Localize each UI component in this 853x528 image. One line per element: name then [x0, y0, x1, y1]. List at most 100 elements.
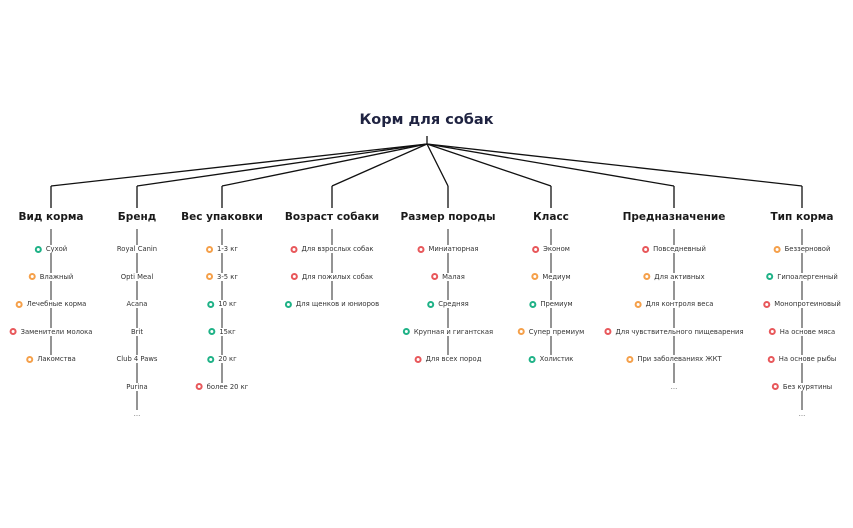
root-node-title: Корм для собак [359, 112, 494, 128]
branch-line-3 [331, 143, 428, 187]
item-label: 20 кг [218, 355, 237, 363]
list-item: Гипоалергенный [765, 272, 839, 281]
status-red-icon [9, 328, 17, 335]
list-item: более 20 кг [194, 382, 250, 391]
status-green-icon [528, 355, 536, 363]
status-green-icon [284, 300, 292, 308]
item-label: Purina [126, 382, 148, 391]
list-item: Заменители молока [8, 327, 94, 336]
status-orange-icon [28, 273, 36, 280]
list-item: Лакомства [25, 355, 77, 363]
branch-line-7 [426, 143, 803, 187]
list-item: Для щенков и юниоров [283, 300, 381, 308]
status-green-icon [427, 300, 435, 308]
item-label: Для активных [654, 272, 705, 281]
list-item: 1-3 кг [205, 245, 239, 253]
list-item: Беззерновой [772, 245, 832, 253]
item-label: Заменители молока [20, 327, 93, 336]
status-red-icon [771, 383, 779, 390]
list-item: Brit [129, 327, 145, 336]
status-green-icon [529, 300, 537, 308]
list-item: Эконом [531, 245, 571, 253]
list-item: 20 кг [206, 355, 238, 363]
branch-line-4 [426, 143, 449, 187]
list-item: Для пожилых собак [289, 272, 375, 281]
item-label: На основе рыбы [778, 355, 837, 363]
item-label: Для контроля веса [645, 300, 714, 308]
item-label: Холистик [539, 355, 574, 363]
status-orange-icon [517, 328, 525, 335]
status-green-icon [207, 300, 215, 308]
list-item: Для чувствительного пищеварения [603, 327, 745, 336]
list-item: 15кг [207, 327, 237, 336]
item-label: Opti Meal [120, 272, 154, 281]
list-item: Средняя [426, 300, 470, 308]
item-label: Крупная и гигантская [413, 327, 494, 336]
item-label: Для пожилых собак [301, 272, 374, 281]
status-green-icon [207, 355, 215, 363]
list-item: Лечебные корма [14, 300, 88, 308]
category-title: Вес упаковки [181, 211, 263, 223]
list-item: На основе рыбы [766, 355, 838, 363]
item-label: Средняя [438, 300, 469, 308]
status-orange-icon [643, 273, 651, 280]
more-ellipsis: ... [670, 382, 678, 391]
list-item: Club 4 Paws [115, 355, 159, 363]
status-orange-icon [773, 245, 781, 253]
category-title: Тип корма [770, 211, 834, 223]
list-item: Royal Canin [115, 245, 159, 253]
status-orange-icon [531, 273, 539, 280]
item-label: Для взрослых собак [301, 245, 374, 253]
list-item: 10 кг [206, 300, 238, 308]
branch-line-2 [221, 143, 428, 187]
category-title: Предназначение [622, 211, 726, 223]
item-label: более 20 кг [206, 382, 249, 391]
branch-line-1 [136, 143, 428, 187]
status-green-icon [34, 245, 42, 253]
list-item: Purina [125, 382, 149, 391]
item-label: Влажный [39, 272, 74, 281]
status-orange-icon [626, 355, 634, 363]
category-title: Класс [533, 211, 569, 223]
list-item: Медиум [530, 272, 572, 281]
item-label: При заболеваниях ЖКТ [637, 355, 722, 363]
status-orange-icon [26, 355, 34, 363]
list-item: Миниатюрная [416, 245, 480, 253]
list-item: Opti Meal [119, 272, 155, 281]
item-label: 1-3 кг [217, 245, 238, 253]
status-red-icon [417, 245, 425, 253]
item-label: 15кг [219, 327, 236, 336]
item-label: Club 4 Paws [116, 355, 158, 363]
branch-line-6 [426, 143, 675, 187]
status-red-icon [604, 328, 612, 335]
item-label: Лакомства [37, 355, 76, 363]
item-label: Лечебные корма [26, 300, 87, 308]
item-label: Сухой [45, 245, 68, 253]
list-item: Влажный [27, 272, 75, 281]
status-red-icon [768, 328, 776, 335]
item-label: Brit [130, 327, 144, 336]
status-red-icon [431, 273, 439, 280]
item-label: Для чувствительного пищеварения [615, 327, 744, 336]
list-item: Премиум [528, 300, 574, 308]
status-orange-icon [206, 273, 214, 280]
list-item: Без курятины [770, 382, 834, 391]
list-item: Для взрослых собак [289, 245, 375, 253]
item-label: На основе мяса [779, 327, 836, 336]
status-red-icon [767, 355, 775, 363]
item-label: Премиум [540, 300, 573, 308]
status-orange-icon [15, 300, 23, 308]
item-label: Гипоалергенный [777, 272, 838, 281]
category-title: Возраст собаки [284, 211, 380, 223]
item-label: Royal Canin [116, 245, 158, 253]
status-red-icon [290, 245, 298, 253]
list-item: Крупная и гигантская [401, 327, 495, 336]
status-green-icon [208, 328, 216, 335]
list-item: Повседневный [641, 245, 707, 253]
status-red-icon [195, 383, 203, 390]
item-label: 3-5 кг [217, 272, 238, 281]
list-item: Acana [125, 300, 149, 308]
item-label: Для всех пород [425, 355, 482, 363]
status-green-icon [402, 328, 410, 335]
branch-line-0 [50, 143, 428, 187]
